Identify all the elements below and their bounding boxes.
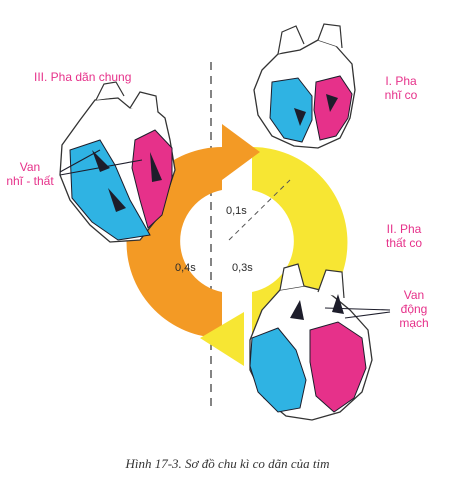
time-ventricular: 0,3s [232,262,253,274]
semilunar-valve-label: Van động mạch [392,288,436,330]
av-valve-label: Van nhĩ - thất [0,160,60,188]
heart-atrial-systole [253,23,356,149]
phase-atrial-line2: nhĩ co [384,88,418,102]
heart-relaxation [59,81,176,243]
semilunar-valve-pointer-2 [344,311,391,319]
phase-ventricular-label: II. Pha thất co [380,222,428,250]
ring-arrow-bottom [200,312,244,366]
phase-atrial-label: I. Pha nhĩ co [380,74,422,102]
av-valve-pointer-1 [59,149,101,173]
semilunar-valve-line2: động [400,302,428,316]
phase-atrial-line1: I. Pha [385,74,417,88]
heart-ventricular-systole [249,263,373,421]
av-valve-pointer-2 [59,159,143,176]
phase-ventricular-line2: thất co [385,236,423,250]
semilunar-valve-pointer-1 [324,307,391,311]
phase-ventricular-line1: II. Pha [386,222,422,236]
semilunar-valve-line1: Van [403,288,425,302]
semilunar-valve-line3: mạch [399,316,429,330]
time-atrial: 0,1s [226,205,247,217]
ring-arrow-top [222,124,260,180]
time-relax: 0,4s [175,262,196,274]
av-valve-line2: nhĩ - thất [6,174,54,188]
phase-relax-label: III. Pha dãn chung [34,70,132,84]
av-valve-line1: Van [19,160,41,174]
figure-caption: Hình 17-3. Sơ đồ chu kì co dãn của tim [125,456,330,471]
